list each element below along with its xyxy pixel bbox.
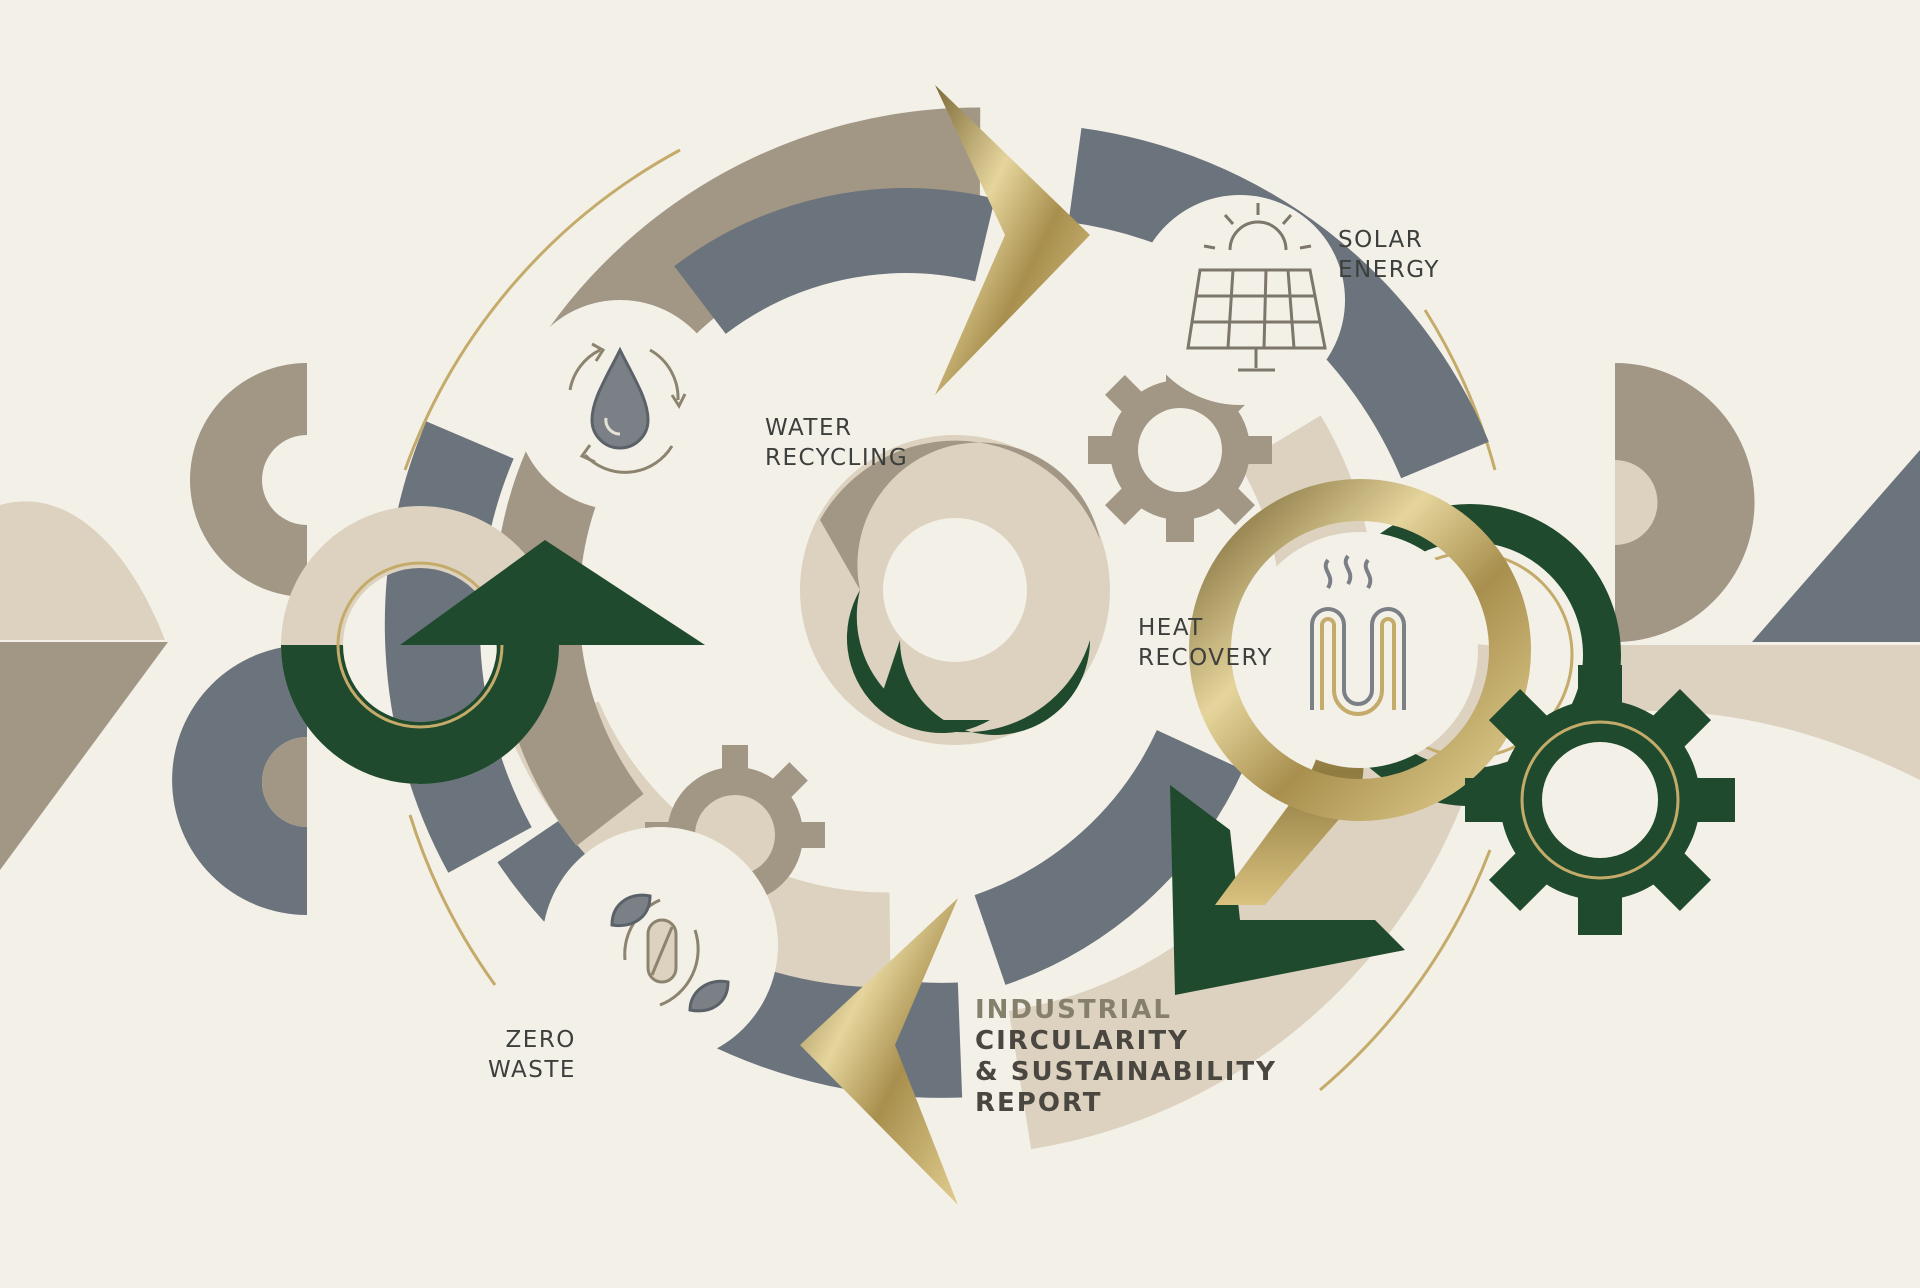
label-solar-energy: SOLAR ENERGY — [1338, 225, 1440, 285]
green-downright-arrow — [1170, 785, 1405, 995]
label-line: ZERO — [505, 1027, 576, 1053]
label-line: SOLAR — [1338, 227, 1424, 253]
label-line: RECOVERY — [1138, 645, 1274, 671]
solar-panel-icon — [1186, 203, 1327, 372]
node-heat — [1245, 535, 1475, 765]
label-line: RECYCLING — [765, 445, 909, 471]
heat-coil-icon — [1310, 554, 1406, 716]
node-waste — [542, 827, 778, 1063]
label-line: HEAT — [1138, 615, 1204, 641]
label-water-recycling: WATER RECYCLING — [765, 413, 908, 473]
title-line: & SUSTAINABILITY — [975, 1057, 1277, 1087]
left-green-arrow — [281, 506, 705, 784]
label-line: ENERGY — [1338, 257, 1440, 283]
title-line: CIRCULARITY — [975, 1026, 1189, 1056]
label-line: WATER — [765, 415, 853, 441]
title-line: REPORT — [975, 1088, 1103, 1118]
top-gold-chevron — [935, 85, 1090, 395]
central-swirl — [800, 435, 1110, 745]
left-decor — [0, 363, 307, 915]
node-water — [515, 300, 725, 510]
zero-waste-leaf-icon — [610, 893, 730, 1013]
title-line: INDUSTRIAL — [975, 995, 1172, 1025]
label-line: WASTE — [488, 1057, 576, 1083]
page-title: INDUSTRIAL CIRCULARITY & SUSTAINABILITY … — [975, 995, 1277, 1119]
label-zero-waste: ZERO WASTE — [488, 1025, 576, 1085]
right-decor — [1615, 363, 1920, 780]
bottom-gold-chevron — [800, 898, 958, 1205]
node-solar — [1135, 195, 1345, 405]
water-drop-recycle-icon — [568, 342, 687, 474]
label-heat-recovery: HEAT RECOVERY — [1138, 613, 1273, 673]
outer-gold-arcs — [403, 148, 1497, 1092]
